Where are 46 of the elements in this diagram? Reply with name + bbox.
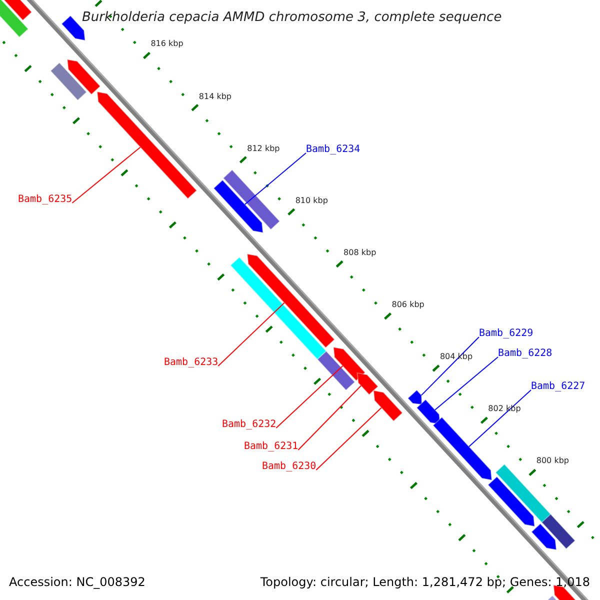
gene-bar	[316, 350, 356, 391]
gene-label: Bamb_6228	[498, 349, 552, 359]
gene-bar	[96, 91, 198, 200]
leader-line	[316, 407, 382, 470]
accession-text: Accession: NC_008392	[9, 576, 146, 588]
gene-bar	[407, 389, 422, 406]
gene-label: Bamb_6233	[164, 358, 218, 368]
gene-label: Bamb_6231	[244, 442, 298, 452]
scale-label: 804 kbp	[440, 353, 473, 362]
gene-bar	[373, 390, 404, 422]
gene-bar	[530, 523, 557, 550]
gene-label: Bamb_6229	[479, 329, 534, 339]
gene-label: Bamb_6232	[222, 420, 276, 430]
leader-line	[420, 336, 480, 396]
leader-line	[276, 365, 344, 428]
gene-bar	[66, 58, 101, 96]
leader-line	[434, 356, 498, 410]
leader-line	[218, 302, 285, 366]
scale-label: 812 kbp	[247, 144, 280, 153]
gene-bar	[416, 398, 441, 425]
leader-line	[244, 152, 306, 205]
leader-line	[298, 385, 362, 450]
leader-line	[468, 390, 532, 448]
title: Burkholderia cepacia AMMD chromosome 3, complete sequence	[82, 11, 502, 24]
summary-text: Topology: circular; Length: 1,281,472 bp; Genes: 1,018	[260, 576, 590, 588]
gene-bar	[222, 169, 280, 230]
gene-bar	[50, 62, 88, 101]
scale-label: 800 kbp	[536, 457, 569, 466]
scale-label: 810 kbp	[295, 196, 328, 205]
gene-bar	[0, 0, 29, 38]
scale-label: 816 kbp	[150, 40, 184, 48]
gene-bar	[541, 514, 576, 550]
gene-bar	[487, 476, 536, 527]
gene-bar	[246, 253, 336, 348]
gene-label: Bamb_6227	[531, 382, 586, 392]
gene-bar	[332, 346, 366, 382]
gene-bar	[432, 416, 492, 481]
gene-bar	[494, 464, 553, 525]
gene-label: Bamb_6235	[18, 195, 72, 205]
leader-line	[72, 146, 141, 204]
scale-label: 808 kbp	[344, 248, 376, 257]
gene-bar	[213, 179, 264, 234]
gene-label: Bamb_6230	[262, 462, 316, 472]
gene-bar	[230, 256, 327, 360]
gene-label: Bamb_6234	[306, 145, 360, 155]
scale-label: 806 kbp	[392, 301, 424, 310]
